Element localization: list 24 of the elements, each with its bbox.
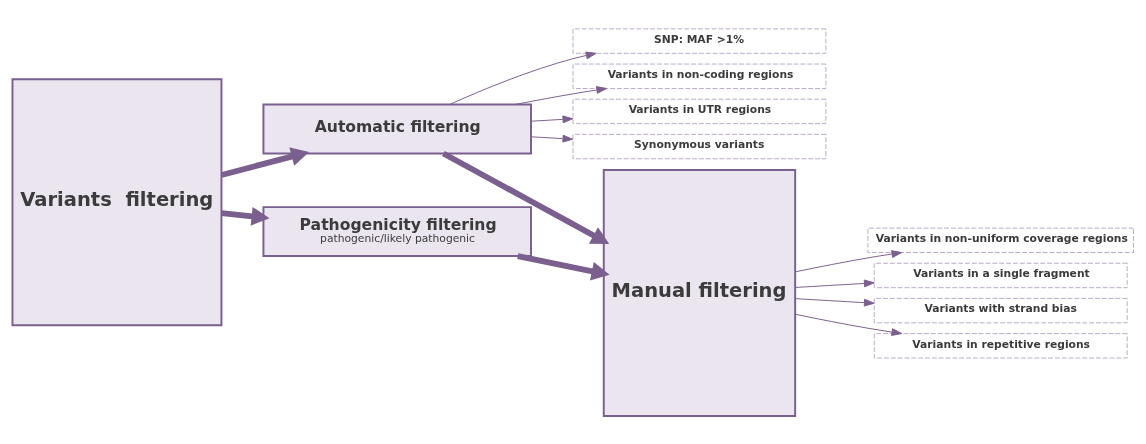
arrow: [794, 249, 903, 272]
arrow: [514, 85, 608, 105]
arrow: [794, 313, 903, 336]
arrow: [530, 114, 574, 123]
node-box: Variants in a single fragment: [873, 262, 1128, 288]
node-box: Pathogenicity filtering pathogenic/likely pathogenic: [262, 205, 532, 257]
node-box: Variants filtering: [11, 77, 223, 326]
node-box: Automatic filtering: [262, 103, 532, 154]
arrow: [442, 150, 610, 244]
node-box: Variants in non-coding regions: [572, 63, 827, 89]
node-box: Variants in UTR regions: [572, 98, 827, 124]
arrow: [795, 297, 875, 307]
arrow: [517, 252, 610, 280]
arrow: [448, 51, 597, 105]
node-box: Manual filtering: [602, 168, 797, 417]
node-box: Variants in repetitive regions: [873, 332, 1128, 358]
arrow: [220, 146, 310, 178]
node-box: Synonymous variants: [572, 133, 827, 159]
arrow: [530, 134, 574, 143]
arrow: [221, 206, 270, 226]
node-box: SNP: MAF >1%: [572, 27, 827, 54]
node-box: Variants with strand bias: [873, 297, 1128, 323]
arrow: [795, 279, 875, 288]
node-box: Variants in non-uniform coverage regions: [867, 227, 1134, 253]
